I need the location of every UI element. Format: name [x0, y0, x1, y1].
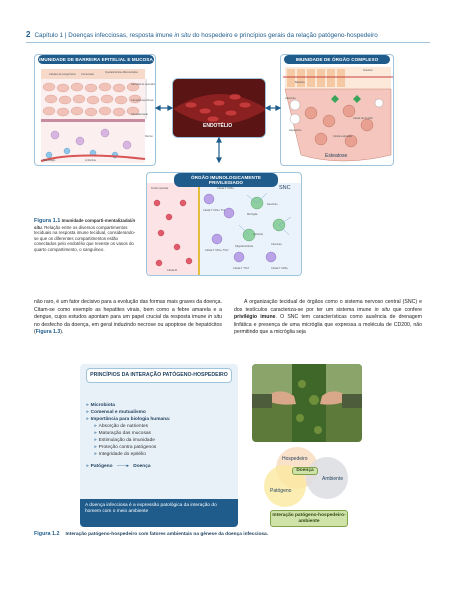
label-neuron: Neurônio [267, 203, 278, 206]
label-tissue: Tecido tecidual [151, 187, 169, 190]
label-microglia: Micróglia [247, 213, 258, 216]
label-hepatocyte: Hepatócito [289, 129, 302, 132]
list-item: »Importância para biologia humana: [86, 417, 171, 422]
left-column-text: não raro, é um fator decisivo para a evo… [34, 299, 222, 337]
label-keratinocytes: Queratinócitos diferenciados [105, 71, 138, 74]
right-text-italic: in situ [374, 306, 390, 313]
principles-conclusion: A doença infecciosa é a expressão patoló… [80, 499, 238, 527]
header-rule [26, 42, 430, 43]
principles-box: PRINCÍPIOS DA INTERAÇÃO PATÓGENO-HOSPEDE… [80, 364, 238, 527]
pathogen-disease-row: »Patógeno ——▸ Doença [86, 464, 151, 469]
label-th1: Célula T CD4+ Th1 [203, 209, 226, 212]
tree-photo [252, 364, 362, 442]
disease-label: Doença [133, 464, 151, 469]
endothelium-label: ENDOTÉLIO [203, 123, 233, 129]
list-item: »Comensal e mutualismo [86, 410, 146, 415]
label-cd8b: Célula T CD8+ [271, 267, 288, 270]
sub-list-item: »Estimulação da imunidade [94, 438, 155, 443]
caption-bold-italic: in situ [34, 218, 136, 230]
label-astrocyte: Astrócito [253, 233, 264, 236]
sub-list-item: »Proteção contra patógenos [94, 445, 157, 450]
chapter-title-prefix: Capítulo 1 | Doenças infecciosas, respos… [34, 32, 175, 39]
venn-environment-label: Ambiente [322, 476, 344, 482]
label-bcell: Célula B [167, 269, 177, 272]
principles-list: »Microbiota »Comensal e mutualismo »Impo… [86, 402, 232, 470]
label-basal: Camada basal [131, 113, 148, 116]
chapter-title-suffix: do hospedeiro e princípios gerais da rel… [190, 32, 378, 39]
left-text-2: no desfecho da doença, em geral induzind… [34, 321, 222, 336]
figure-1-2-caption: Figura 1.2 Interação patógeno-hospedeiro … [34, 531, 268, 537]
barrier-panel-title: IMUNIDADE DE BARREIRA EPITELIAL E MUCOSA [38, 55, 154, 64]
figure-1-3-link[interactable]: Figura 1.3 [35, 329, 61, 336]
label-dermis: Derme [145, 135, 153, 138]
label-th17: Célula T CD4+ Th17 [205, 249, 229, 252]
page-number: 2 [26, 30, 31, 39]
chapter-title-italic: in situ [174, 32, 191, 39]
interaction-box: Interação patógeno-hospedeiro-ambiente [270, 510, 348, 527]
label-commensals: Comensais [81, 73, 94, 76]
label-cns: SNC [279, 185, 291, 191]
principles-title: PRINCÍPIOS DA INTERAÇÃO PATÓGENO-HOSPEDE… [86, 368, 232, 383]
connector-arrows [154, 105, 282, 164]
left-text-1: não raro, é um fator decisivo para a evo… [34, 299, 222, 321]
label-bacteria: Bactéria [295, 81, 305, 84]
venn-disease-label: Doença [292, 467, 318, 475]
blood-vessel-illustration [173, 79, 265, 137]
list-item: »Microbiota [86, 403, 115, 408]
label-lymphocytes: Linfócitos [85, 159, 96, 162]
pathogen-circle [264, 465, 306, 507]
right-column-text: A organização tecidual de órgãos como o … [234, 299, 422, 337]
figure-1-1-caption: Figura 1.1 Imunidade comparti-mentalizad… [34, 218, 138, 253]
right-text-bold: privilégio imune [234, 314, 276, 321]
hands-on-tree-image [252, 364, 362, 442]
label-kupffer: Célula de Kupffer [353, 117, 373, 120]
label-intestine: Intestino [363, 69, 373, 72]
figure-1-2-caption-text: Interação patógeno-hospedeiro com fatore… [65, 532, 269, 537]
left-text-3: ). [60, 329, 64, 336]
right-text-3: . O SNC tem características como ausênci… [234, 314, 422, 336]
sub-list-item: »Integridade do epitélio [94, 452, 146, 457]
epithelium-illustration [40, 69, 147, 163]
figure-1-2-label: Figura 1.2 [34, 531, 60, 537]
caption-text: . Relação entre os diversos compartiment… [34, 224, 136, 252]
right-text-2: que confere [389, 306, 422, 313]
privileged-panel-title: ÓRGÃO IMUNOLOGICAMENTE PRIVILEGIADO [174, 173, 278, 187]
venn-pathogen-label: Patógeno [270, 488, 292, 494]
organ-panel-title: IMUNIDADE DE ÓRGÃO COMPLEXO [284, 55, 390, 64]
privileged-organ-panel: Tecido tecidual SNC Célula T CD8+ Célula… [146, 172, 302, 276]
label-cd8: Célula T CD8+ [217, 187, 234, 190]
cns-illustration [147, 183, 301, 275]
caption-bold: Imunidade comparti-mentalizada/ [61, 218, 132, 223]
label-spinous: Camada espinhosa [131, 99, 154, 102]
right-arrow-icon: ——▸ [116, 464, 129, 469]
label-th7: Célula T Th17 [233, 267, 250, 270]
label-langerhans: Células da Langerhans [49, 73, 76, 76]
barrier-immunity-panel: Células da Langerhans Comensais Queratin… [34, 54, 156, 166]
endothelium-image: ENDOTÉLIO [172, 78, 266, 138]
label-keratin: Camada de queratina [131, 83, 156, 86]
venn-diagram [264, 447, 348, 507]
pathogen-label: Patógeno [90, 464, 113, 469]
sub-list-item: »Absorção de nutrientes [94, 424, 149, 429]
label-macrophage: Macrófago [43, 159, 56, 162]
label-cytokines: Citocinas [271, 243, 282, 246]
sub-list-item: »Maturação das mucosas [94, 431, 151, 436]
label-adipocyte: Adipócito [285, 97, 296, 100]
liver-intestine-illustration [283, 67, 393, 162]
label-oligodendrocyte: Oligodendrócito [235, 245, 254, 248]
venn-host-label: Hospedeiro [282, 456, 308, 462]
label-steatosis: Esteatose [325, 153, 348, 159]
organ-immunity-panel: Intestino Bactéria Adipócito Célula de K… [280, 54, 394, 166]
figure-1-1-label: Figura 1.1 [34, 218, 61, 224]
right-text-1: A organização tecidual de órgãos como o … [234, 299, 422, 313]
left-text-italic: in situ [208, 314, 222, 321]
label-stellate: Célula estrelada [333, 135, 352, 138]
